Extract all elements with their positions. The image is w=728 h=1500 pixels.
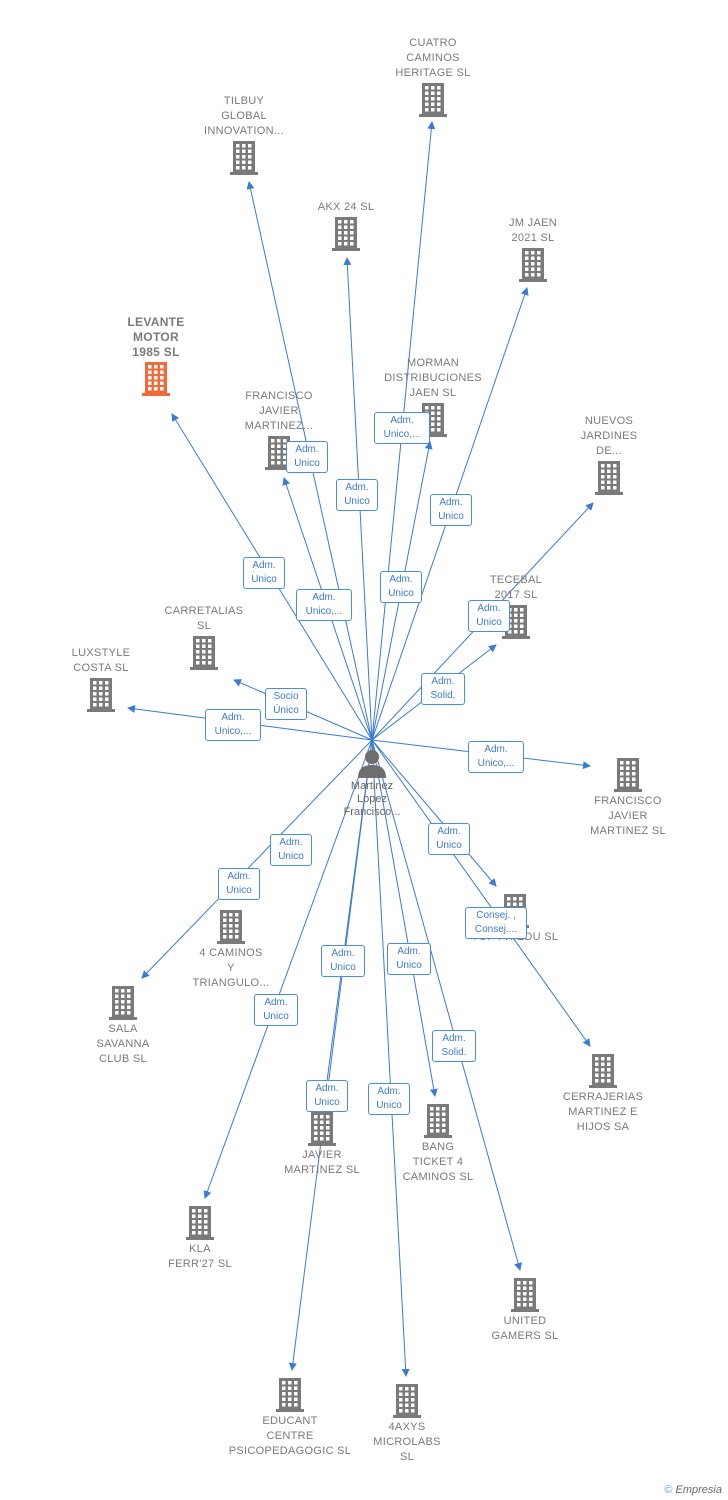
company-label: CARRETALIAS SL: [164, 605, 244, 632]
building-icon: [419, 83, 447, 117]
relation-badge[interactable]: Adm. Unico,...: [296, 589, 352, 621]
relation-badge[interactable]: Adm. Unico: [306, 1080, 348, 1112]
edge-axys: [371, 739, 410, 1377]
relation-badge[interactable]: Adm. Unico: [336, 479, 378, 511]
building-icon: [595, 461, 623, 495]
company-node-luxstyle[interactable]: LUXSTYLE COSTA SL: [36, 646, 166, 714]
edge-bang: [371, 739, 438, 1097]
relation-badge[interactable]: Adm. Unico: [321, 945, 365, 977]
building-icon: [87, 678, 115, 712]
company-node-kla[interactable]: KLA FERR'27 SL: [135, 1204, 265, 1272]
building-icon: [109, 986, 137, 1020]
company-label: TECEBAL 2017 SL: [489, 574, 543, 601]
edge-educant: [288, 739, 373, 1371]
company-label: LUXSTYLE COSTA SL: [71, 647, 131, 674]
footer-brand: © Empresia: [664, 1484, 722, 1496]
company-label: SALA SAVANNA CLUB SL: [96, 1023, 150, 1065]
relation-badge[interactable]: Adm. Unico: [270, 834, 312, 866]
company-node-fjm1[interactable]: FRANCISCO JAVIER MARTINEZ...: [214, 389, 344, 472]
brand-name: Empresia: [675, 1484, 722, 1496]
company-node-morman[interactable]: MORMAN DISTRIBUCIONES JAEN SL: [368, 356, 498, 439]
company-label: UNITED GAMERS SL: [491, 1315, 559, 1342]
edge-kla: [203, 739, 373, 1199]
copyright-symbol: ©: [664, 1484, 673, 1496]
relation-badge[interactable]: Adm. Unico,...: [205, 709, 261, 741]
relation-badge[interactable]: Adm. Unico: [468, 600, 510, 632]
company-node-educant[interactable]: EDUCANT CENTRE PSICOPEDAGOGIC SL: [225, 1376, 355, 1459]
building-icon: [614, 758, 642, 792]
center-person-label: Martinez Lopez Francisco...: [343, 780, 401, 818]
company-node-axys[interactable]: 4AXYS MICROLABS SL: [342, 1382, 472, 1465]
relation-badge[interactable]: Adm. Unico: [387, 943, 431, 975]
building-icon: [393, 1384, 421, 1418]
company-label: JAVIER MARTINEZ SL: [284, 1149, 360, 1176]
edge-cerrajerias: [371, 739, 591, 1047]
center-person-node[interactable]: Martinez Lopez Francisco...: [327, 746, 417, 819]
company-label: NUEVOS JARDINES DE...: [580, 415, 638, 457]
building-icon: [424, 1104, 452, 1138]
building-icon: [276, 1378, 304, 1412]
company-node-nuevos[interactable]: NUEVOS JARDINES DE...: [544, 414, 674, 497]
company-node-bang[interactable]: BANG TICKET 4 CAMINOS SL: [373, 1102, 503, 1185]
building-icon: [230, 141, 258, 175]
relation-badge[interactable]: Adm. Solid.: [432, 1030, 476, 1062]
relation-badge[interactable]: Socio Único: [265, 688, 307, 720]
company-label: EDUCANT CENTRE PSICOPEDAGOGIC SL: [228, 1415, 352, 1457]
building-icon: [142, 362, 170, 396]
company-label: 4AXYS MICROLABS SL: [373, 1421, 441, 1463]
relation-badge[interactable]: Adm. Unico: [286, 441, 328, 473]
company-label: AKX 24 SL: [317, 201, 375, 213]
company-label: FRANCISCO JAVIER MARTINEZ...: [244, 390, 314, 432]
building-icon: [589, 1054, 617, 1088]
company-node-akx[interactable]: AKX 24 SL: [281, 200, 411, 253]
company-node-cuatro[interactable]: CUATRO CAMINOS HERITAGE SL: [368, 36, 498, 119]
company-node-caminos4[interactable]: 4 CAMINOS Y TRIANGULO...: [166, 908, 296, 991]
company-node-united[interactable]: UNITED GAMERS SL: [460, 1276, 590, 1344]
relation-badge[interactable]: Adm. Unico: [243, 557, 285, 589]
building-icon: [217, 910, 245, 944]
company-label: CERRAJERIAS MARTINEZ E HIJOS SA: [562, 1091, 644, 1133]
company-label: JM JAEN 2021 SL: [509, 217, 557, 244]
company-node-levante[interactable]: LEVANTE MOTOR 1985 SL: [91, 315, 221, 398]
building-icon: [186, 1206, 214, 1240]
relation-badge[interactable]: Adm. Unico: [428, 823, 470, 855]
company-node-sala[interactable]: SALA SAVANNA CLUB SL: [58, 984, 188, 1067]
relation-badge[interactable]: Adm. Unico,...: [374, 412, 430, 444]
relation-badge[interactable]: Adm. Unico: [368, 1083, 410, 1115]
company-label: KLA FERR'27 SL: [168, 1243, 232, 1270]
company-node-cerrajerias[interactable]: CERRAJERIAS MARTINEZ E HIJOS SA: [538, 1052, 668, 1135]
company-node-fjmsl[interactable]: FRANCISCO JAVIER MARTINEZ SL: [563, 756, 693, 839]
company-node-tilbuy[interactable]: TILBUY GLOBAL INNOVATION...: [179, 94, 309, 177]
relation-badge[interactable]: Adm. Unico: [380, 571, 422, 603]
company-label: 4 CAMINOS Y TRIANGULO...: [192, 947, 270, 989]
edge-united: [371, 739, 522, 1271]
building-icon: [332, 217, 360, 251]
company-node-jmjaen[interactable]: JM JAEN 2021 SL: [468, 216, 598, 284]
company-node-carretalias[interactable]: CARRETALIAS SL: [139, 604, 269, 672]
building-icon: [190, 636, 218, 670]
company-label: MORMAN DISTRIBUCIONES JAEN SL: [384, 357, 482, 399]
company-label: FRANCISCO JAVIER MARTINEZ SL: [590, 795, 666, 837]
company-node-jmsl[interactable]: JAVIER MARTINEZ SL: [257, 1110, 387, 1178]
relation-badge[interactable]: Adm. Solid.: [421, 673, 465, 705]
building-icon: [308, 1112, 336, 1146]
building-icon: [511, 1278, 539, 1312]
relation-badge[interactable]: Consej. , Consej....: [465, 907, 527, 939]
relation-badge[interactable]: Adm. Unico: [430, 494, 472, 526]
company-label: CUATRO CAMINOS HERITAGE SL: [395, 37, 471, 79]
edge-sala: [141, 739, 373, 979]
relation-badge[interactable]: Adm. Unico: [218, 868, 260, 900]
building-icon: [265, 436, 293, 470]
building-icon: [519, 248, 547, 282]
relation-badge[interactable]: Adm. Unico,...: [468, 741, 524, 773]
person-icon: [358, 750, 386, 778]
relation-badge[interactable]: Adm. Unico: [254, 994, 298, 1026]
company-label: TILBUY GLOBAL INNOVATION...: [204, 95, 284, 137]
company-label: LEVANTE MOTOR 1985 SL: [127, 315, 185, 359]
company-label: BANG TICKET 4 CAMINOS SL: [402, 1141, 474, 1183]
edge-tfu: [371, 739, 497, 887]
